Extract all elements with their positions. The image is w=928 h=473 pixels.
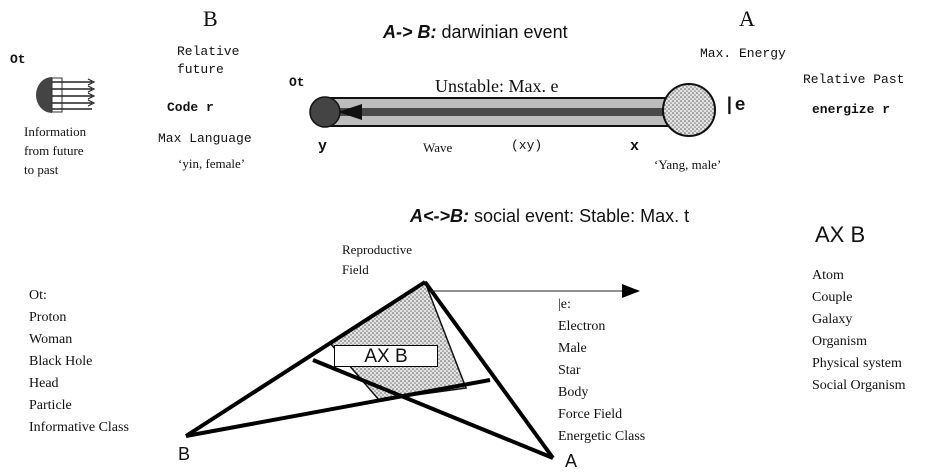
darwinian-bar xyxy=(309,83,716,137)
axb-list: Atom Couple Galaxy Organism Physical sys… xyxy=(812,265,905,397)
list-item: |e: xyxy=(558,297,571,312)
ot-bar-label: Ot xyxy=(289,75,305,90)
info-line-2: from future xyxy=(24,143,84,158)
list-item: Atom xyxy=(812,268,844,283)
reproductive-field-1: Reproductive xyxy=(342,242,413,257)
list-item: Physical system xyxy=(812,356,902,371)
list-item: Particle xyxy=(29,398,72,413)
e-bar-label: |e xyxy=(724,96,746,116)
info-line-1: Information xyxy=(24,124,87,139)
list-item: Proton xyxy=(29,310,67,325)
list-item: Male xyxy=(558,341,587,356)
list-item: Ot: xyxy=(29,288,47,303)
axb-box: AX B xyxy=(334,345,438,367)
list-item: Body xyxy=(558,385,589,400)
list-item: Couple xyxy=(812,290,853,305)
coder-label: Code r xyxy=(167,100,214,115)
list-item: Electron xyxy=(558,319,606,334)
energizer-label: energize r xyxy=(812,102,891,117)
list-item: Force Field xyxy=(558,407,623,422)
a-bottom-label: A xyxy=(565,451,578,471)
reproductive-field-2: Field xyxy=(342,262,369,277)
xy-label: (xy) xyxy=(511,138,543,153)
a-top-label: A xyxy=(739,6,755,31)
list-item: Black Hole xyxy=(29,354,93,369)
b-bottom-label: B xyxy=(178,444,191,464)
wave-label: Wave xyxy=(423,140,453,155)
list-item: Social Organism xyxy=(812,378,906,393)
darwinian-event-title: A-> B: darwinian event xyxy=(383,22,568,42)
yang-male-label: ‘Yang, male’ xyxy=(654,157,722,172)
ot-list: Ot: Proton Woman Black Hole Head Particl… xyxy=(29,285,129,439)
relative-future-2: future xyxy=(177,62,224,77)
relative-past-label: Relative Past xyxy=(803,72,905,87)
list-item: Star xyxy=(558,363,581,378)
info-line-3: to past xyxy=(24,162,59,177)
axb-right-title: AX B xyxy=(815,222,866,247)
x-label: x xyxy=(630,138,640,155)
ot-label-left: Ot xyxy=(10,52,26,67)
social-triangle xyxy=(184,280,640,460)
list-item: Organism xyxy=(812,334,867,349)
b-top-label: B xyxy=(203,6,218,31)
list-item: Woman xyxy=(29,332,73,347)
list-item: Galaxy xyxy=(812,312,853,327)
list-item: Energetic Class xyxy=(558,429,646,444)
list-item: Informative Class xyxy=(29,420,129,435)
y-label: y xyxy=(318,138,328,155)
max-language-label: Max Language xyxy=(158,131,252,146)
social-event-title: A<->B: social event: Stable: Max. t xyxy=(410,206,690,226)
unstable-label: Unstable: Max. e xyxy=(435,76,559,96)
relative-future-1: Relative xyxy=(177,44,240,59)
information-symbol xyxy=(36,77,96,113)
list-item: Head xyxy=(29,376,59,391)
e-list: |e: Electron Male Star Body Force Field … xyxy=(558,294,645,448)
yin-female-label: ‘yin, female’ xyxy=(178,156,246,171)
max-energy-label: Max. Energy xyxy=(700,46,786,61)
